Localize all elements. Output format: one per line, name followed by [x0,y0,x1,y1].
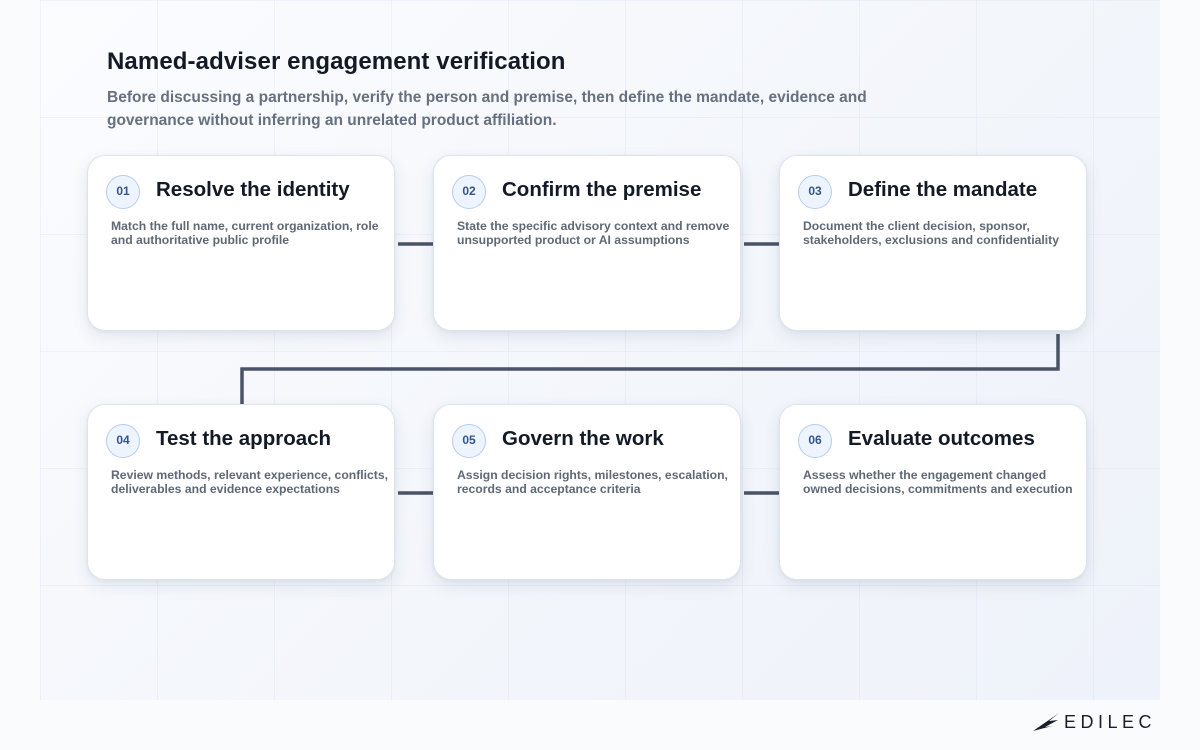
step-card-6: 06 Evaluate outcomes Assess whether the … [779,404,1087,580]
step-title: Resolve the identity [156,178,350,201]
step-description: Assign decision rights, milestones, esca… [457,468,728,496]
step-title: Evaluate outcomes [848,427,1035,450]
step-card-1: 01 Resolve the identity Match the full n… [87,155,395,331]
step-number-badge: 01 [106,175,140,209]
brand-name: EDILEC [1064,711,1157,732]
step-number-badge: 02 [452,175,486,209]
step-title: Test the approach [156,427,332,450]
step-title: Confirm the premise [502,178,702,201]
step-title: Define the mandate [848,178,1038,201]
step-card-5: 05 Govern the work Assign decision right… [433,404,741,580]
step-number-badge: 05 [452,424,486,458]
page-title: Named-adviser engagement verification [107,48,566,75]
stylized-wing-icon [1033,713,1059,731]
step-card-2: 02 Confirm the premise State the specifi… [433,155,741,331]
page-subtitle: Before discussing a partnership, verify … [107,89,867,129]
step-number-badge: 04 [106,424,140,458]
step-title: Govern the work [502,427,664,450]
brand-logo: EDILEC [1032,711,1156,733]
step-description: Match the full name, current organizatio… [111,219,379,247]
diagram-background [40,0,1160,700]
step-number-badge: 03 [798,175,832,209]
step-description: Assess whether the engagement changed ow… [803,468,1073,496]
step-description: Document the client decision, sponsor, s… [803,219,1060,247]
step-description: Review methods, relevant experience, con… [111,468,389,496]
step-card-4: 04 Test the approach Review methods, rel… [87,404,395,580]
step-number-badge: 06 [798,424,832,458]
connector-03-04 [240,334,1060,404]
step-description: State the specific advisory context and … [457,219,730,247]
step-card-3: 03 Define the mandate Document the clien… [779,155,1087,331]
